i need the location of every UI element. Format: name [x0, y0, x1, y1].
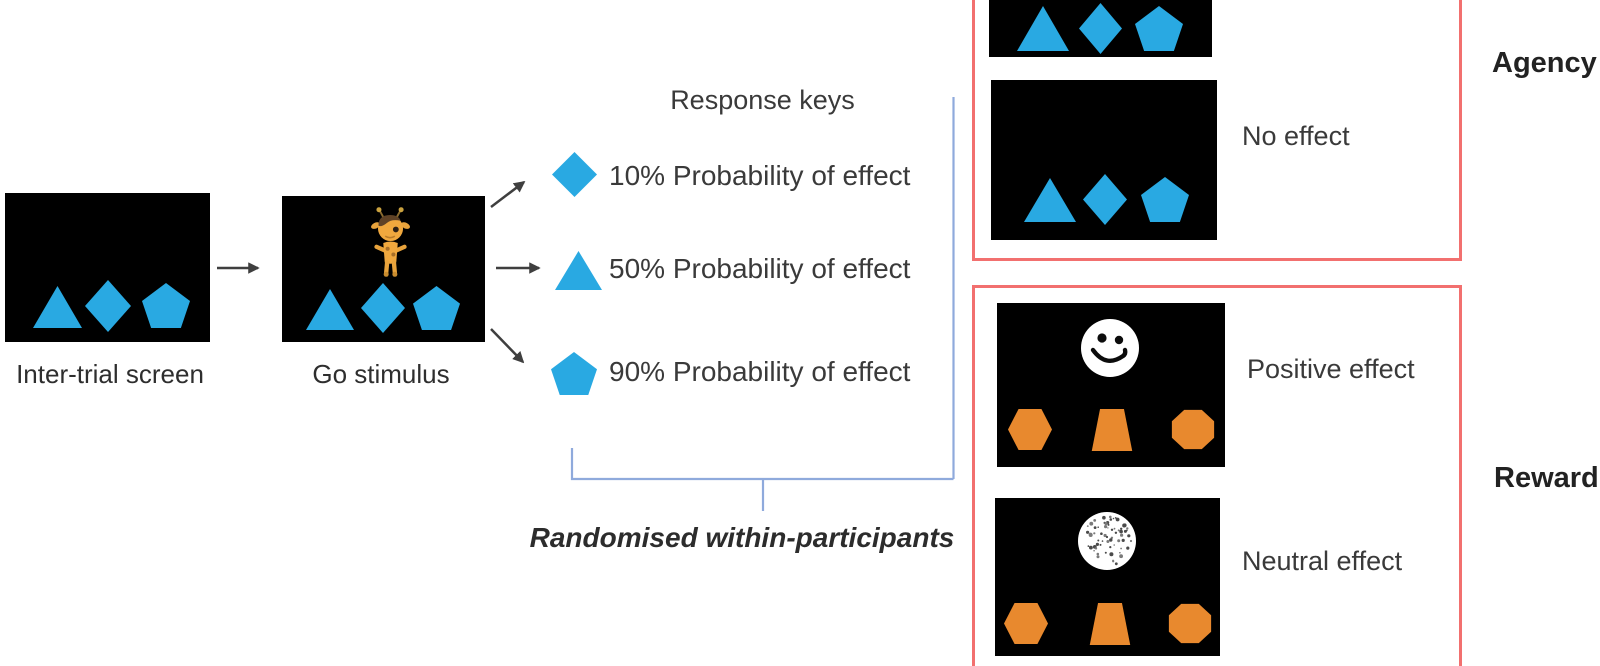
smiley-face-icon	[1078, 316, 1142, 385]
go-stimulus-screen	[282, 196, 485, 342]
response-option-90: 90% Probability of effect	[609, 356, 911, 387]
pentagon-icon	[1141, 177, 1189, 222]
pentagon-icon	[413, 286, 460, 330]
trapezoid-icon	[1089, 603, 1131, 645]
pentagon-icon	[551, 352, 597, 395]
inter-trial-label: Inter-trial screen	[16, 359, 204, 389]
agency-group-label: Agency	[1492, 47, 1597, 79]
agency-outline	[972, 0, 1462, 261]
triangle-icon	[555, 251, 602, 290]
inter-trial-screen	[5, 193, 210, 342]
go-stimulus-label: Go stimulus	[312, 359, 450, 389]
diamond-icon	[361, 283, 405, 333]
randomised-note: Randomised within-participants	[529, 522, 955, 553]
triangle-icon	[306, 289, 354, 330]
triangle-icon	[33, 286, 82, 328]
diamond-icon	[552, 152, 597, 197]
diamond-icon	[1083, 174, 1127, 225]
response-option-10: 10% Probability of effect	[609, 160, 911, 191]
octagon-icon	[1168, 603, 1212, 644]
no-effect-label: No effect	[1242, 121, 1350, 151]
diamond-icon	[85, 280, 131, 332]
response-option-50: 50% Probability of effect	[609, 253, 911, 284]
triangle-icon	[1024, 178, 1076, 222]
octagon-icon	[1171, 409, 1215, 450]
reward-outline	[972, 285, 1462, 666]
pentagon-icon	[1135, 6, 1183, 51]
giraffe-icon	[364, 206, 418, 283]
hexagon-icon	[1008, 409, 1052, 450]
reward-group-label: Reward	[1494, 462, 1599, 494]
neutral-effect-label: Neutral effect	[1242, 546, 1403, 576]
pentagon-icon	[142, 283, 190, 328]
agency-effect-screen	[989, 0, 1212, 57]
positive-effect-label: Positive effect	[1247, 354, 1415, 384]
reward-neutral-screen	[995, 498, 1220, 656]
hexagon-icon	[1004, 603, 1048, 644]
agency-no-effect-screen	[991, 80, 1217, 240]
triangle-icon	[1017, 6, 1069, 51]
response-keys-title: Response keys	[670, 85, 855, 115]
reward-positive-screen	[997, 303, 1225, 467]
diamond-icon	[1079, 3, 1122, 54]
trapezoid-icon	[1091, 409, 1133, 451]
noise-circle-dots	[1086, 515, 1133, 566]
noise-circle-icon	[1075, 509, 1139, 578]
